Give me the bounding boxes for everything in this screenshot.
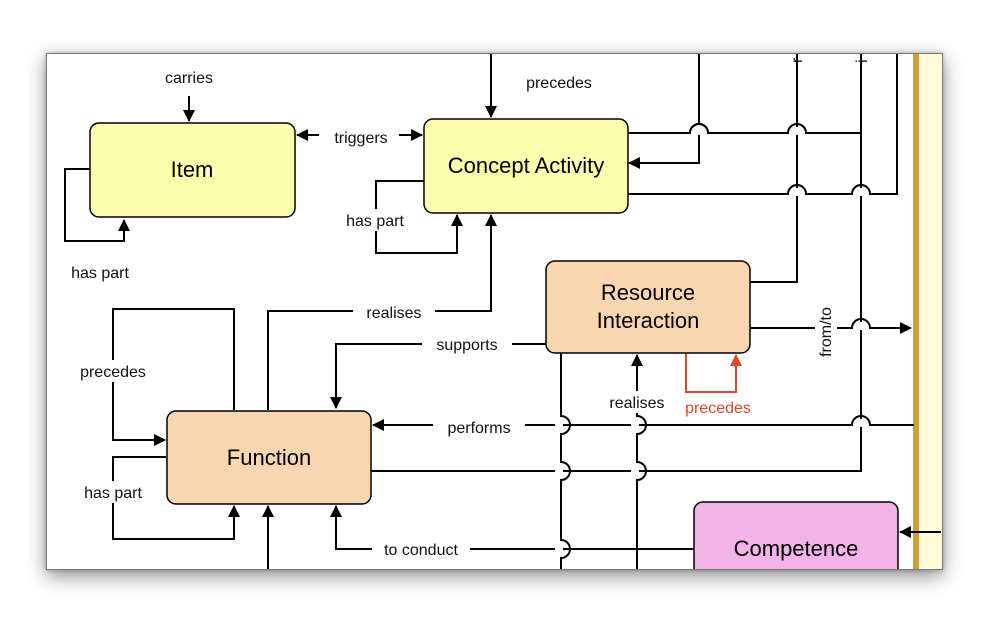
node-concept-activity[interactable]: Concept Activity xyxy=(423,118,629,214)
node-concept-activity-label: Concept Activity xyxy=(448,153,605,178)
diagram-canvas: carries triggers has part precedes has p… xyxy=(64,54,942,569)
edge-function-precedes xyxy=(112,308,235,446)
side-panel-bar xyxy=(913,54,919,569)
label-fragment-r: r xyxy=(789,57,806,63)
edge-into-concept-right xyxy=(628,54,700,169)
edge-to-conduct xyxy=(330,505,694,550)
label-triggers: triggers xyxy=(334,130,387,147)
edge-resource-up xyxy=(750,54,798,283)
label-fragment-i: i xyxy=(854,59,871,63)
label-performs: performs xyxy=(447,420,510,437)
label-to-conduct: to conduct xyxy=(384,542,458,559)
edge-concept-right-2 xyxy=(628,54,898,195)
node-item[interactable]: Item xyxy=(89,122,296,218)
label-function-has-part: has part xyxy=(84,485,142,502)
edge-item-has-part xyxy=(64,168,130,242)
label-function-precedes: precedes xyxy=(80,364,146,381)
label-from-to: from/to xyxy=(818,307,835,357)
label-realises-mid: realises xyxy=(609,395,664,412)
diagram-window: carries triggers has part precedes has p… xyxy=(46,53,943,570)
label-concept-has-part: has part xyxy=(346,213,404,230)
edge-function-has-part xyxy=(112,456,240,540)
node-competence-label: Competence xyxy=(734,536,859,561)
node-item-label: Item xyxy=(171,157,214,182)
edge-resource-precedes xyxy=(685,352,742,393)
node-resource-interaction[interactable]: Resource Interaction xyxy=(545,260,751,354)
node-resource-interaction-line2: Interaction xyxy=(597,308,700,333)
node-resource-interaction-line1: Resource xyxy=(601,280,695,305)
label-realises-top: realises xyxy=(366,305,421,322)
node-function-label: Function xyxy=(227,445,311,470)
label-carries: carries xyxy=(165,70,213,87)
node-function[interactable]: Function xyxy=(166,410,372,505)
label-concept-precedes: precedes xyxy=(526,75,592,92)
label-supports: supports xyxy=(436,337,497,354)
label-resource-precedes: precedes xyxy=(685,400,751,417)
node-competence[interactable]: Competence xyxy=(693,501,899,569)
label-item-has-part: has part xyxy=(71,265,129,282)
edge-concept-has-part xyxy=(375,180,463,254)
crossing-hops xyxy=(555,123,871,559)
